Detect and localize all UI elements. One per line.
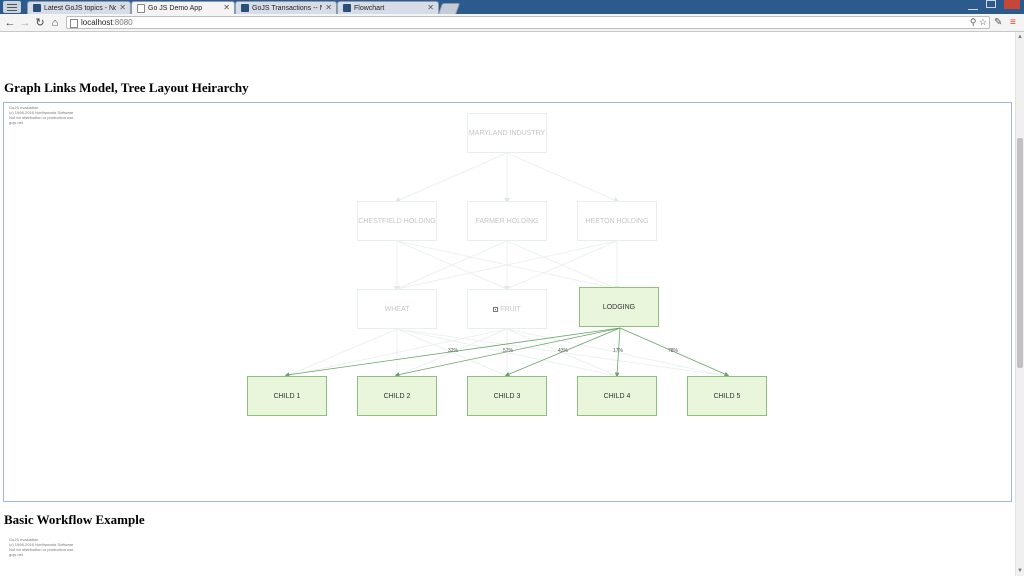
- scroll-up-arrow-icon[interactable]: ▲: [1017, 34, 1023, 40]
- page-viewport: Graph Links Model, Tree Layout Heirarchy…: [0, 32, 1015, 576]
- tab-strip: Latest GoJS topics - North ✕ Go JS Demo …: [0, 0, 1024, 15]
- eval-line: gojs.net: [9, 552, 24, 557]
- tab-gojs-transactions[interactable]: GoJS Transactions -- Nort ✕: [235, 1, 337, 14]
- link-label-child-5: 78%: [668, 348, 679, 354]
- link-label-child-2: 57%: [503, 348, 514, 354]
- gojs-favicon-icon: [343, 4, 351, 12]
- maximize-icon[interactable]: [986, 0, 996, 8]
- expand-button-icon[interactable]: [493, 306, 499, 312]
- eval-line: gojs.net: [9, 120, 24, 125]
- node-lodging[interactable]: LODGING: [579, 287, 659, 327]
- link: [506, 152, 620, 203]
- page-info-icon: [70, 19, 78, 28]
- home-icon[interactable]: ⌂: [51, 17, 59, 29]
- node-child-3[interactable]: CHILD 3: [467, 376, 547, 416]
- node-wheat[interactable]: WHEAT: [357, 289, 437, 329]
- link-lodging-child-2: [394, 327, 621, 377]
- link: [286, 328, 398, 377]
- browser-menu-icon[interactable]: [3, 1, 21, 13]
- node-heeton-holding[interactable]: HEETON HOLDING: [577, 201, 657, 241]
- link-label-child-3: 43%: [558, 348, 569, 354]
- bookmark-star-icon[interactable]: ☆: [978, 17, 987, 27]
- node-fruit[interactable]: FRUIT: [467, 289, 547, 329]
- section-heading-tree-layout: Graph Links Model, Tree Layout Heirarchy: [4, 80, 249, 95]
- tab-title: Flowchart: [354, 5, 385, 12]
- link-lodging-child-1: [284, 327, 621, 378]
- link: [506, 328, 728, 377]
- address-bar[interactable]: localhost:8080 ⚲ ☆: [66, 16, 990, 29]
- node-chestfield-holding[interactable]: CHESTFIELD HOLDING: [357, 201, 437, 241]
- tab-latest-gojs-topics[interactable]: Latest GoJS topics - North ✕: [27, 1, 131, 14]
- window-controls: [968, 0, 1022, 10]
- section-heading-workflow: Basic Workflow Example: [4, 512, 145, 527]
- node-child-4[interactable]: CHILD 4: [577, 376, 657, 416]
- browser-settings-menu-icon[interactable]: ≡: [1010, 17, 1016, 28]
- eval-line: Not for distribution or production use: [9, 547, 74, 552]
- diagram-canvas[interactable]: GoJS evaluation (c) 1998-2016 Northwoods…: [3, 102, 1012, 502]
- node-child-2[interactable]: CHILD 2: [357, 376, 437, 416]
- eval-line: (c) 1998-2016 Northwoods Software: [9, 542, 74, 547]
- eval-line: GoJS evaluation: [9, 105, 39, 110]
- link-lodging-child-5: [619, 327, 730, 377]
- address-bar-icons: ⚲ ☆: [970, 17, 987, 28]
- close-icon[interactable]: ✕: [223, 3, 230, 12]
- tab-go-js-demo-app[interactable]: Go JS Demo App ✕: [131, 1, 235, 15]
- link-lodging-child-3: [504, 327, 621, 377]
- back-arrow-icon[interactable]: ←: [4, 17, 16, 29]
- extension-icon[interactable]: ✎: [994, 17, 1003, 28]
- page-favicon-icon: [137, 4, 145, 13]
- node-farmer-holding[interactable]: FARMER HOLDING: [467, 201, 547, 241]
- url-port: :8080: [112, 18, 133, 27]
- eval-line: GoJS evaluation: [9, 537, 39, 542]
- close-icon[interactable]: ✕: [427, 3, 434, 12]
- eval-line: (c) 1998-2016 Northwoods Software: [9, 110, 74, 115]
- evaluation-watermark: GoJS evaluation (c) 1998-2016 Northwoods…: [9, 105, 73, 125]
- eval-line: Not for distribution or production use: [9, 115, 74, 120]
- link-label-child-4: 17%: [613, 348, 624, 354]
- tab-flowchart[interactable]: Flowchart ✕: [337, 1, 439, 14]
- minimize-icon[interactable]: [968, 0, 978, 10]
- link: [396, 240, 618, 290]
- scrollbar-thumb[interactable]: [1017, 138, 1023, 368]
- tab-title: Go JS Demo App: [148, 5, 203, 12]
- link-lodging-child-4: [614, 327, 621, 378]
- diagram-links: [284, 152, 730, 378]
- gojs-favicon-icon: [33, 4, 41, 12]
- link: [396, 328, 508, 377]
- window-close-icon[interactable]: [1004, 0, 1020, 9]
- link: [286, 328, 508, 377]
- browser-toolbar: ← → ↻ ⌂ localhost:8080 ⚲ ☆ ✎ ≡: [0, 14, 1024, 32]
- gojs-favicon-icon: [241, 4, 249, 12]
- tab-title: GoJS Transactions -- Nort: [252, 5, 322, 12]
- node-maryland-industry[interactable]: MARYLAND INDUSTRY: [467, 113, 547, 153]
- tab-title: Latest GoJS topics - North: [44, 5, 116, 12]
- vertical-scrollbar[interactable]: ▲ ▼: [1015, 32, 1024, 576]
- close-icon[interactable]: ✕: [325, 3, 332, 12]
- url-text: localhost:8080: [81, 17, 133, 28]
- node-child-1[interactable]: CHILD 1: [247, 376, 327, 416]
- link-label-child-1: 32%: [448, 348, 459, 354]
- link: [506, 240, 618, 290]
- reload-icon[interactable]: ↻: [35, 17, 45, 29]
- scroll-down-arrow-icon[interactable]: ▼: [1017, 568, 1023, 574]
- node-fruit-label: FRUIT: [500, 305, 521, 313]
- close-icon[interactable]: ✕: [119, 3, 126, 12]
- evaluation-watermark-2: GoJS evaluation (c) 1998-2016 Northwoods…: [9, 537, 73, 557]
- link: [394, 152, 508, 203]
- link: [396, 240, 508, 290]
- forward-arrow-icon[interactable]: →: [19, 17, 31, 29]
- node-child-5[interactable]: CHILD 5: [687, 376, 767, 416]
- url-host: localhost: [81, 18, 113, 27]
- search-icon[interactable]: ⚲: [969, 17, 977, 27]
